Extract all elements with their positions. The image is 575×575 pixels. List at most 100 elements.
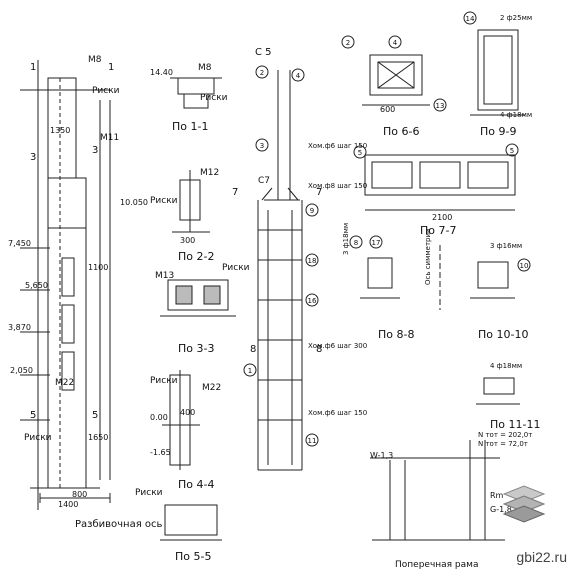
dim-7: 1650 xyxy=(88,433,108,442)
section-1-1-label: По 1-1 xyxy=(172,120,208,133)
riski-label-3: Риски xyxy=(150,196,178,206)
bars-label-3: 4 ф18мм xyxy=(500,111,532,119)
callout-2: 2 xyxy=(260,69,264,77)
dim-6: 1350 xyxy=(50,126,70,135)
callout-9: 9 xyxy=(310,207,314,215)
reinforcement-cage xyxy=(257,70,303,471)
section-8-8-label: По 8-8 xyxy=(378,328,414,341)
gbi-logo xyxy=(502,485,546,523)
riski-label-7: Риски xyxy=(24,433,52,443)
callout-markers: 2 4 3 9 18 16 1 11 2 4 13 14 5 5 8 17 10 xyxy=(243,11,531,447)
marker-8a: 8 xyxy=(250,344,256,355)
transverse-frame xyxy=(370,440,505,541)
level-5: 3,870 xyxy=(8,323,31,332)
m8-label: М8 xyxy=(88,55,102,65)
m22b-label: М22 xyxy=(202,383,221,393)
level-4: 5,650 xyxy=(25,281,48,290)
bars-label-4: 3 ф16мм xyxy=(490,242,522,250)
section-10-10-label: По 10-10 xyxy=(478,328,528,341)
dim-1: 1400 xyxy=(58,500,78,509)
riski-label-1: Риски xyxy=(92,86,120,96)
axis-label: Разбивочная ось xyxy=(75,519,163,530)
section-8-8-drawing xyxy=(360,245,441,310)
stirrup-label-3: Хом.ф6 шаг 300 xyxy=(308,342,367,350)
callout-5: 5 xyxy=(358,149,362,157)
m22-label: М22 xyxy=(55,378,74,388)
section-4-4-label: По 4-4 xyxy=(178,478,214,491)
marker-3b: 3 xyxy=(92,145,98,156)
stirrup-label-4: Хом.ф6 шаг 150 xyxy=(308,409,367,417)
riski-label-4: Риски xyxy=(222,263,250,273)
marker-5b: 5 xyxy=(92,410,98,421)
dim-8: 1100 xyxy=(88,263,108,272)
level-2: 10.050 xyxy=(120,198,148,207)
stirrup-label-2: Хом.ф8 шаг 150 xyxy=(308,182,367,190)
stirrup-label-1: Хом.ф6 шаг 150 xyxy=(308,142,367,150)
marker-7a: 7 xyxy=(232,187,238,198)
section-7-7-drawing xyxy=(364,154,516,211)
section-3-3-drawing xyxy=(160,279,236,317)
callout-4s: 4 xyxy=(393,39,398,47)
marker-1b: 1 xyxy=(108,62,114,73)
level-1: 14.40 xyxy=(150,68,173,77)
c7-label: С7 xyxy=(258,176,270,186)
dim-5: 2100 xyxy=(432,213,452,222)
bars-label-5: 4 ф18мм xyxy=(490,362,522,370)
callout-3: 3 xyxy=(260,142,264,150)
level-7: 0.00 xyxy=(150,413,168,422)
bars-label-1: 3 ф18мм xyxy=(342,223,350,255)
section-2-2-label: По 2-2 xyxy=(178,250,214,263)
callout-10: 10 xyxy=(520,262,529,270)
rm-label: Rm xyxy=(490,491,504,500)
m12-label: М12 xyxy=(200,168,219,178)
callout-6s: 2 xyxy=(346,39,350,47)
section-7-7-label: По 7-7 xyxy=(420,224,456,237)
callout-1: 1 xyxy=(248,367,252,375)
dim-2: 600 xyxy=(380,105,395,114)
callout-18: 18 xyxy=(308,257,317,265)
dim-9: 800 xyxy=(72,490,87,499)
callout-14: 14 xyxy=(466,15,475,23)
symmetry-label: Ось симметрии xyxy=(424,228,432,285)
section-9-9-drawing xyxy=(470,29,525,116)
riski-label-5: Риски xyxy=(150,376,178,386)
frame-title: Поперечная рама xyxy=(395,560,478,570)
callout-13: 13 xyxy=(436,102,445,110)
section-markers: 1 1 3 3 5 5 7 7 8 8 xyxy=(30,62,322,421)
marker-3a: 3 xyxy=(30,152,36,163)
section-5-5-label: По 5-5 xyxy=(175,550,211,563)
riski-label-6: Риски xyxy=(135,488,163,498)
site-watermark: gbi22.ru xyxy=(516,549,567,565)
section-3-3-label: По 3-3 xyxy=(178,342,214,355)
marker-7b: 7 xyxy=(316,187,322,198)
section-10-10-drawing xyxy=(470,261,515,299)
nmin-label: N тот = 72,0т xyxy=(478,440,528,448)
dim-3: 300 xyxy=(180,236,195,245)
callout-8: 8 xyxy=(354,239,358,247)
section-11-11-label: По 11-11 xyxy=(490,418,540,431)
callout-4: 4 xyxy=(296,72,301,80)
callout-17: 17 xyxy=(372,239,381,247)
level-8: -1.65 xyxy=(150,448,171,457)
marker-5a: 5 xyxy=(30,410,36,421)
section-6-6-label: По 6-6 xyxy=(383,125,419,138)
callout-16: 16 xyxy=(308,297,317,305)
level-6: 2,050 xyxy=(10,366,33,375)
section-1-1-drawing xyxy=(170,77,222,109)
section-11-11-drawing xyxy=(476,377,520,405)
section-2-2-drawing xyxy=(172,170,210,233)
marker-8b: 8 xyxy=(316,344,322,355)
section-5-5-drawing xyxy=(160,504,222,541)
w-label: W-1,3 xyxy=(370,451,393,460)
section-9-9-label: По 9-9 xyxy=(480,125,516,138)
callout-5b: 5 xyxy=(510,147,514,155)
m8b-label: М8 xyxy=(198,63,212,73)
m13-label: М13 xyxy=(155,271,174,281)
marker-1a: 1 xyxy=(30,62,36,73)
c5-label: С 5 xyxy=(255,47,272,58)
riski-label-2: Риски xyxy=(200,93,228,103)
section-4-4-drawing xyxy=(162,370,200,470)
dim-4: 400 xyxy=(180,408,195,417)
ntot-label: N тот = 202,0т xyxy=(478,431,532,439)
